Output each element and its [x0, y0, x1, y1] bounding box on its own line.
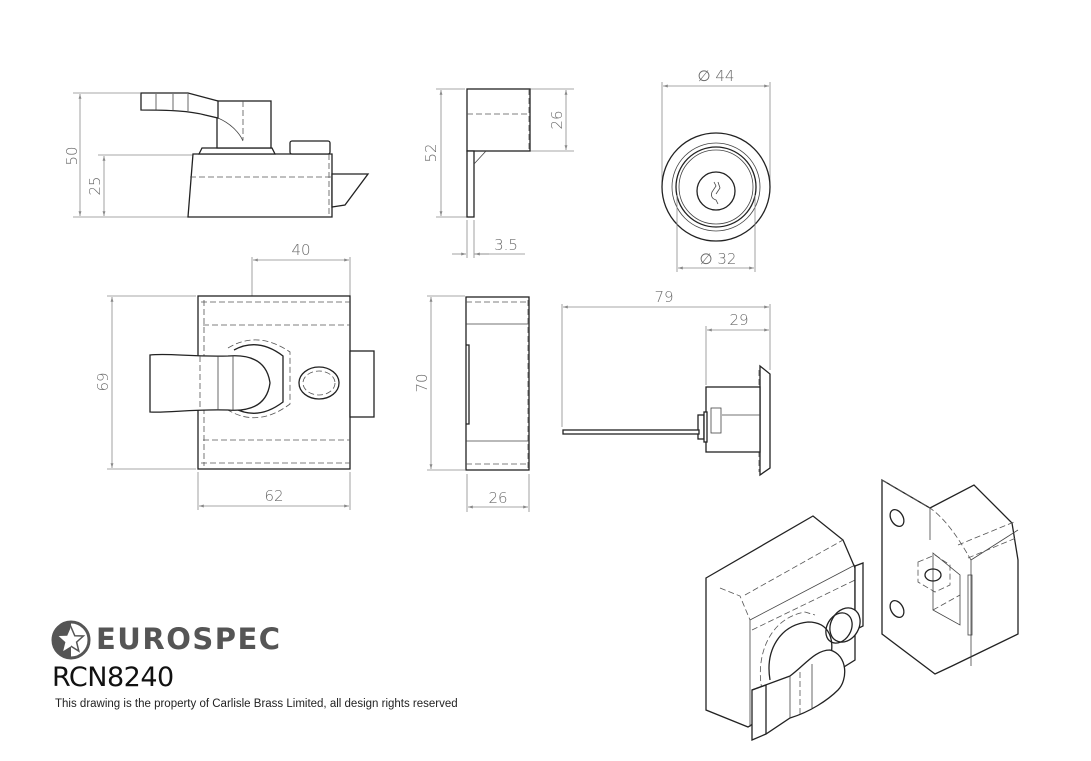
model-number: RCN8240 — [52, 662, 174, 693]
dim-staple-body-height: 26 — [548, 110, 566, 129]
logo-spacer — [52, 621, 90, 657]
dim-knob-offset: 40 — [291, 241, 310, 259]
dim-staple-front-height: 70 — [413, 373, 431, 392]
cylinder-side-view: 79 29 — [561, 288, 771, 477]
dim-cylinder-diameter: ∅ 32 — [700, 250, 737, 268]
brand-block: EUROSPEC — [52, 621, 282, 657]
isometric-view — [705, 478, 1019, 741]
dim-rose-diameter: ∅ 44 — [698, 67, 735, 85]
dim-overall-length: 79 — [654, 288, 673, 306]
dim-plate-thickness: 3.5 — [494, 236, 518, 254]
front-view: 40 69 62 — [94, 241, 375, 510]
dim-front-width: 62 — [264, 487, 283, 505]
staple-front-view: 70 26 — [413, 295, 530, 512]
dim-staple-height: 52 — [422, 143, 440, 162]
cylinder-front-view: ∅ 44 ∅ 32 — [661, 67, 771, 272]
dim-front-height: 69 — [94, 372, 112, 391]
rights-notice: This drawing is the property of Carlisle… — [55, 698, 458, 710]
star-in-circle-logo-icon — [51, 620, 91, 660]
dim-body-height: 25 — [86, 176, 104, 195]
dim-overall-height: 50 — [63, 146, 81, 165]
staple-side-view: 52 26 3.5 — [422, 88, 574, 258]
brand-name: EUROSPEC — [96, 622, 282, 656]
side-view: 50 25 — [63, 92, 370, 218]
dim-body-length: 29 — [729, 311, 748, 329]
dim-staple-depth: 26 — [488, 489, 507, 507]
